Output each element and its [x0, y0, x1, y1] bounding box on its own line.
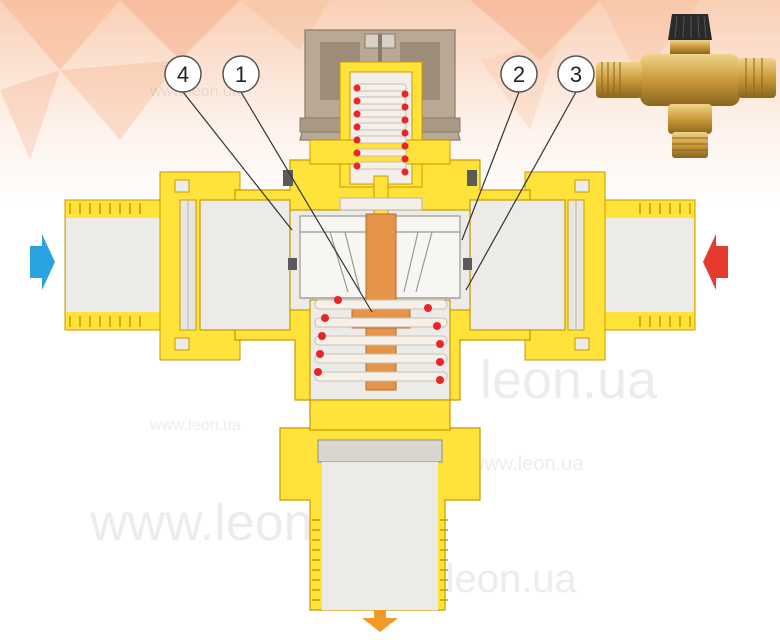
callout-label: 3 — [570, 62, 582, 87]
callout-label: 2 — [513, 62, 525, 87]
watermark-text: www.leon.ua — [149, 417, 241, 434]
hot-inlet-arrow-icon — [703, 234, 728, 290]
callout-3: 3 — [465, 55, 595, 291]
left-inlet-connector — [64, 171, 241, 361]
callout-1: 1 — [222, 55, 373, 313]
mixed-outlet-arrow-icon — [362, 610, 398, 632]
callout-2: 2 — [461, 55, 538, 241]
valve-stem — [339, 175, 423, 215]
callout-label: 4 — [177, 62, 189, 87]
callout-4: 4 — [164, 55, 293, 231]
callout-label: 1 — [235, 62, 247, 87]
product-photo — [596, 14, 776, 158]
watermark-text: www.leon.ua — [469, 453, 584, 475]
upper-spring — [353, 83, 409, 176]
lower-spring — [314, 296, 448, 384]
cold-inlet-arrow-icon — [30, 234, 55, 290]
outlet-connector — [279, 399, 481, 611]
